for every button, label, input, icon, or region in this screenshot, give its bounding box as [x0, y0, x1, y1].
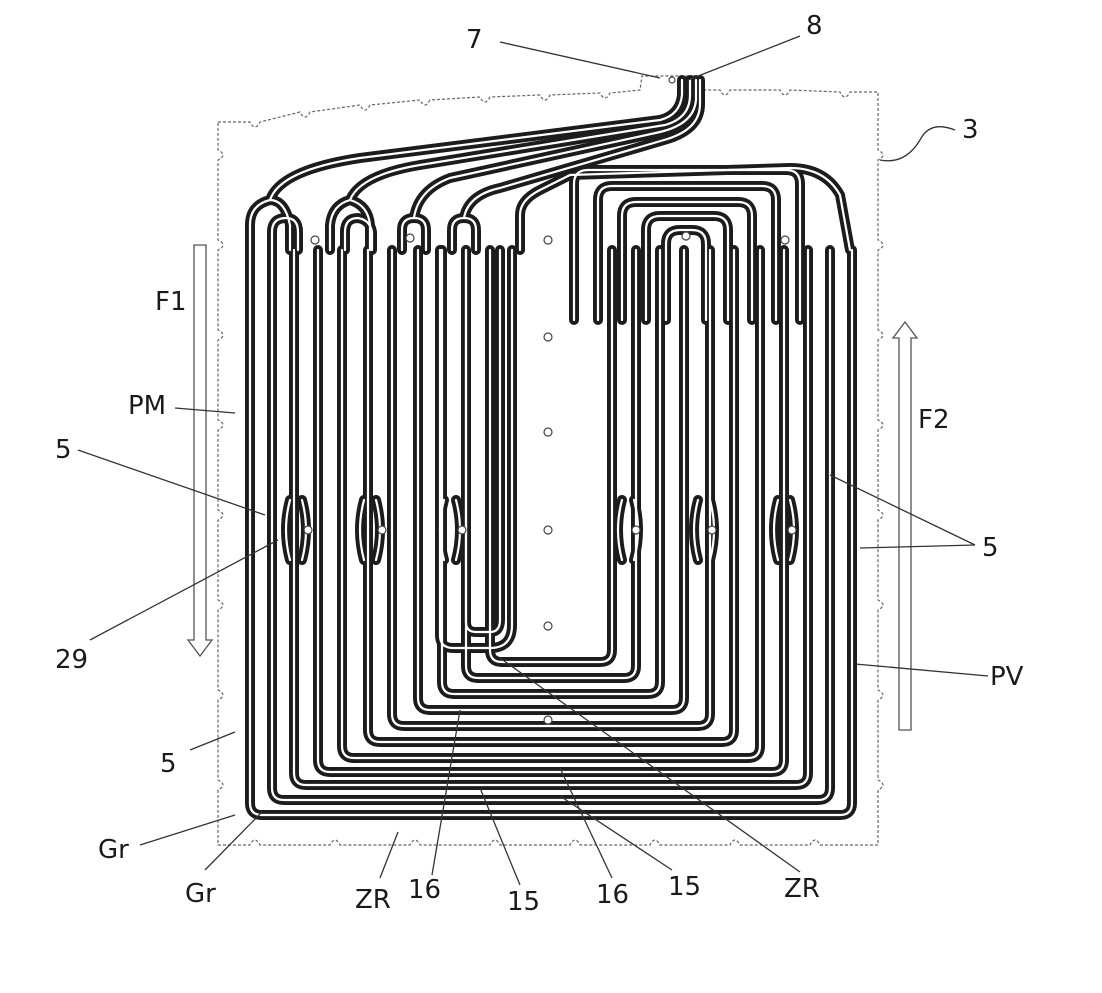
label-zr-left: ZR: [355, 885, 391, 915]
label-f1: F1: [155, 287, 187, 317]
label-pm: PM: [128, 391, 166, 421]
label-16-right: 16: [596, 880, 629, 910]
label-5-left-upper: 5: [55, 435, 72, 465]
label-f2: F2: [918, 405, 950, 435]
flow-arrow-f1: [188, 245, 212, 656]
label-7: 7: [466, 25, 483, 55]
label-8: 8: [806, 11, 823, 41]
label-3: 3: [962, 115, 979, 145]
label-pv: PV: [990, 662, 1024, 692]
label-16-left: 16: [408, 875, 441, 905]
label-5-left-lower: 5: [160, 749, 177, 779]
label-15-right: 15: [668, 872, 701, 902]
label-zr-right: ZR: [784, 874, 820, 904]
channel-network: [250, 80, 852, 815]
label-5-right: 5: [982, 533, 999, 563]
label-gr-a: Gr: [98, 835, 129, 865]
label-gr-b: Gr: [185, 879, 216, 909]
label-29: 29: [55, 645, 88, 675]
label-15-left: 15: [507, 887, 540, 917]
